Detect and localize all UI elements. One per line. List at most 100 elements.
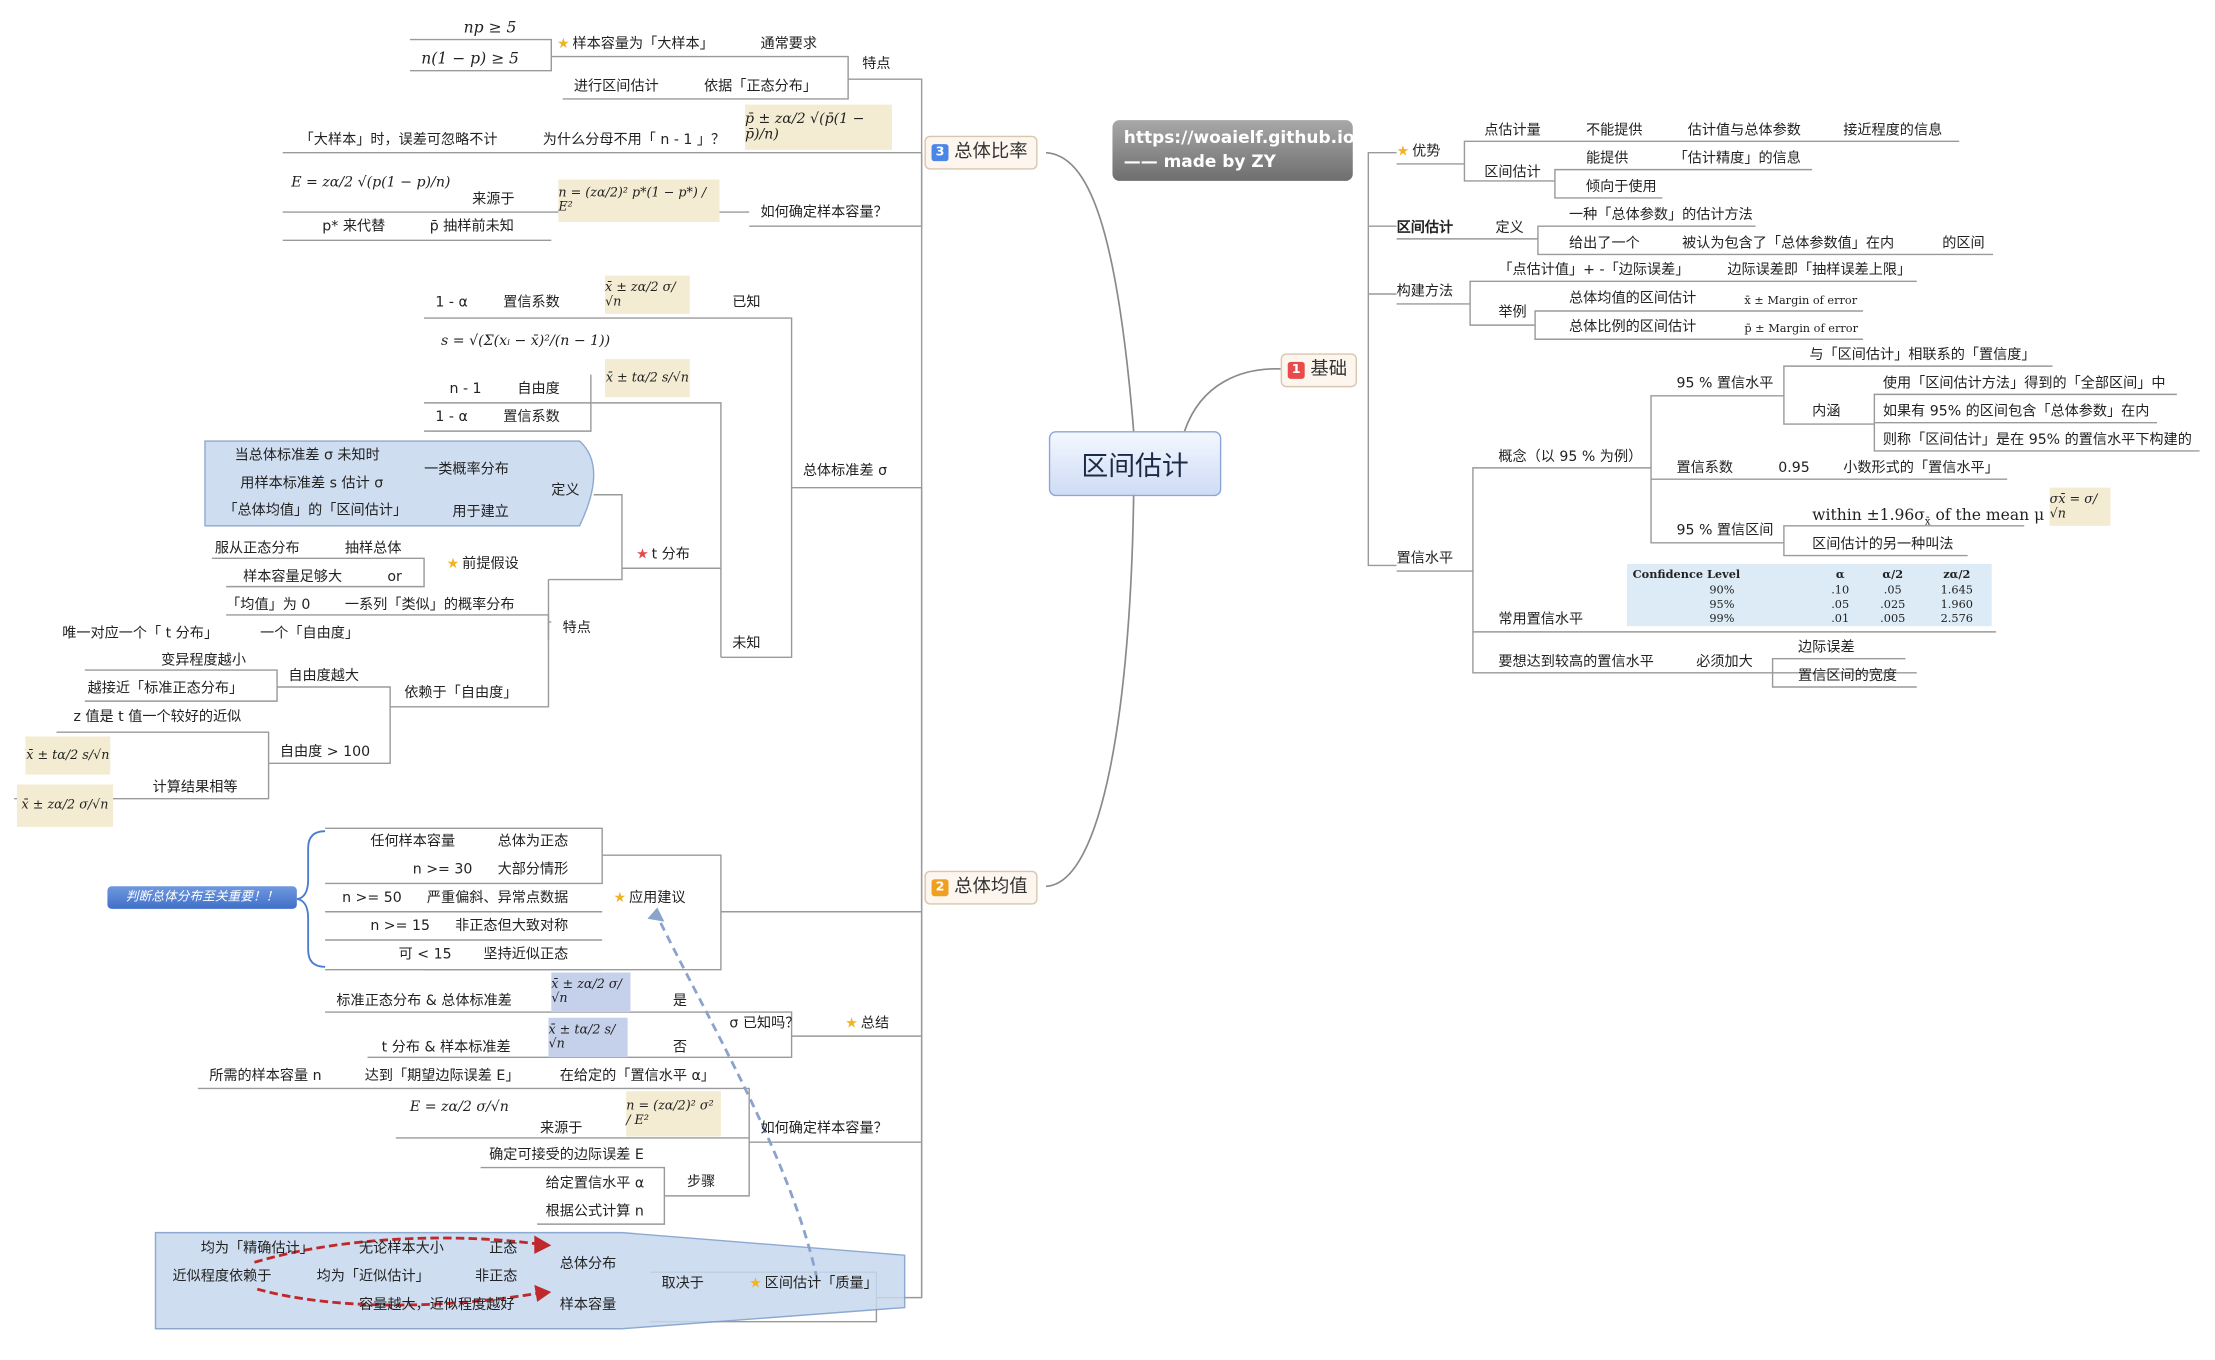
- node-m2[interactable]: 如果有 95% 的区间包含「总体参数」在内: [1882, 404, 2150, 420]
- node-a4b[interactable]: 非正态但大致对称: [455, 918, 569, 935]
- node-a5b[interactable]: 坚持近似正态: [483, 947, 569, 963]
- node-c95[interactable]: 95 % 置信水平: [1676, 376, 1774, 392]
- node-dof[interactable]: 自由度: [517, 381, 560, 398]
- node-step[interactable]: 步骤: [686, 1174, 716, 1191]
- node-meaning[interactable]: 内涵: [1812, 404, 1841, 420]
- f5-z-formula[interactable]: x̄ ± zα/2 σ/√n: [16, 784, 114, 827]
- s-formula[interactable]: s = √(Σ(xᵢ − x̄)²/(n − 1)): [441, 333, 611, 350]
- node-ex1-formula[interactable]: x̄ ± Margin of error: [1744, 294, 1858, 307]
- node-pstar[interactable]: p* 来代替: [322, 219, 386, 235]
- node-feat1b[interactable]: 一系列「类似」的概率分布: [344, 597, 515, 614]
- s2-formula[interactable]: x̄ ± tα/2 s/√n: [548, 1017, 628, 1058]
- node-f2b[interactable]: 一个「自由度」: [260, 626, 360, 642]
- known-formula[interactable]: x̄ ± zα/2 σ/√n: [604, 275, 690, 314]
- node-a3b[interactable]: 严重偏斜、异常点数据: [426, 890, 569, 907]
- node-q1b[interactable]: 无论样本大小: [359, 1241, 444, 1257]
- node-n-minus-1[interactable]: n - 1: [449, 381, 482, 398]
- node-ex1[interactable]: 总体均值的区间估计: [1569, 291, 1697, 307]
- node-st3[interactable]: 根据公式计算 n: [545, 1204, 644, 1220]
- node-known[interactable]: 已知: [732, 295, 761, 311]
- node-ci95[interactable]: 95 % 置信区间: [1676, 523, 1774, 539]
- node-normal[interactable]: 依据「正态分布」: [703, 79, 818, 95]
- node-f3c[interactable]: 自由度越大: [288, 668, 360, 685]
- node-samplesize[interactable]: 样本容量: [559, 1297, 617, 1314]
- node-precision[interactable]: 「估计精度」的信息: [1673, 151, 1801, 167]
- node-f4b[interactable]: 自由度 > 100: [279, 744, 371, 761]
- node-est-vs-param[interactable]: 估计值与总体参数: [1687, 122, 1801, 139]
- node-interval-estimator[interactable]: 区间估计: [1484, 165, 1541, 181]
- node-no[interactable]: 否: [672, 1040, 687, 1056]
- node-point-estimator[interactable]: 点估计量: [1484, 122, 1541, 139]
- node-how-n[interactable]: 如何确定样本容量？: [760, 204, 888, 221]
- node-neglect[interactable]: 「大样本」时，误差可忽略不计: [299, 132, 498, 149]
- node-f5c[interactable]: 计算结果相等: [152, 780, 238, 796]
- node-common[interactable]: 常用置信水平: [1498, 612, 1584, 628]
- node-interval-title[interactable]: 区间估计: [1396, 220, 1454, 237]
- node-a4a[interactable]: n >= 15: [370, 918, 430, 935]
- node-depends[interactable]: 取决于: [661, 1276, 704, 1292]
- node-a5a[interactable]: 可 < 15: [398, 947, 452, 963]
- node-a2b[interactable]: 大部分情形: [497, 862, 569, 878]
- node-sig-known[interactable]: σ 已知吗？: [729, 1016, 800, 1032]
- node-conf-coef-2[interactable]: 置信系数: [503, 409, 560, 426]
- prop-E-formula[interactable]: E = zα/2 √(p(1 − p)/n): [291, 175, 451, 191]
- node-pre2[interactable]: 样本容量足够大: [243, 569, 343, 586]
- node-q1a[interactable]: 均为「精确估计」: [200, 1241, 314, 1257]
- node-def3[interactable]: 被认为包含了「总体参数值」在内: [1682, 236, 1895, 252]
- node-q3[interactable]: 容量越大，近似程度越好: [359, 1297, 515, 1314]
- distribution-note[interactable]: 判断总体分布至关重要！！: [107, 886, 297, 909]
- node-s1[interactable]: 标准正态分布 & 总体标准差: [336, 993, 512, 1010]
- node-def-prob[interactable]: 一类概率分布: [424, 462, 509, 478]
- central-topic[interactable]: 区间估计: [1048, 431, 1222, 497]
- node-can-provide[interactable]: 能提供: [1586, 151, 1629, 167]
- node-conf-coef[interactable]: 置信系数: [503, 295, 560, 311]
- node-unknown[interactable]: 未知: [732, 636, 761, 652]
- node-def1[interactable]: 当总体标准差 σ 未知时: [234, 448, 380, 464]
- node-f2a[interactable]: 唯一对应一个「 t 分布」: [62, 626, 219, 642]
- node-st1[interactable]: 确定可接受的边际误差 E: [489, 1147, 644, 1164]
- node-prefer[interactable]: 倾向于使用: [1586, 179, 1657, 196]
- node-s2[interactable]: t 分布 & 样本标准差: [381, 1040, 511, 1056]
- node-closeness[interactable]: 接近程度的信息: [1843, 122, 1943, 139]
- node-a1a[interactable]: 任何样本容量: [370, 833, 456, 850]
- node-one-alpha-2[interactable]: 1 - α: [435, 409, 468, 426]
- node-m1[interactable]: 使用「区间估计方法」得到的「全部区间」中: [1882, 376, 2166, 392]
- node-within[interactable]: within ±1.96σx̄ of the mean μ: [1812, 507, 2044, 530]
- node-nq[interactable]: n(1 − p) ≥ 5: [421, 49, 519, 68]
- node-def[interactable]: 定义: [551, 483, 580, 499]
- node-pre1b[interactable]: 抽样总体: [344, 541, 402, 557]
- node-construct1[interactable]: 「点估计值」+ -「边际误差」: [1498, 262, 1690, 279]
- node-example[interactable]: 举例: [1498, 305, 1527, 321]
- node-pbar[interactable]: p̄ 抽样前未知: [429, 219, 514, 235]
- node-sigma[interactable]: 总体标准差 σ: [802, 463, 888, 480]
- node-c95a[interactable]: 与「区间估计」相联系的「置信度」: [1809, 347, 2036, 364]
- node-h1[interactable]: 边际误差: [1798, 640, 1855, 656]
- node-reach[interactable]: 达到「期望边际误差 E」: [364, 1068, 520, 1085]
- node-adv[interactable]: ★应用建议: [613, 891, 685, 908]
- f5-t-formula[interactable]: x̄ ± tα/2 s/√n: [25, 736, 111, 775]
- node-coef[interactable]: 置信系数: [1676, 460, 1734, 477]
- node-feat[interactable]: 特点: [562, 620, 591, 637]
- node-must[interactable]: 必须加大: [1696, 654, 1753, 671]
- node-q2a[interactable]: 近似程度依赖于: [172, 1269, 272, 1285]
- node-or[interactable]: or: [387, 569, 402, 586]
- prop-n-formula[interactable]: n = (zα/2)² p*(1 − p*) / E²: [558, 179, 720, 222]
- node-large-sample[interactable]: ★样本容量为「大样本」: [557, 37, 714, 54]
- node-f3a[interactable]: 变异程度越小: [161, 653, 246, 669]
- node-construct2[interactable]: 边际误差即「抽样误差上限」: [1727, 262, 1912, 279]
- node-st2[interactable]: 给定置信水平 α: [545, 1176, 645, 1192]
- node-def2[interactable]: 给出了一个: [1569, 236, 1640, 252]
- node-conf-level[interactable]: 置信水平: [1396, 551, 1454, 567]
- node-pre1a[interactable]: 服从正态分布: [214, 541, 300, 557]
- node-ex2-formula[interactable]: p̄ ± Margin of error: [1744, 322, 1859, 336]
- node-np[interactable]: np ≥ 5: [463, 18, 517, 37]
- node-def2[interactable]: 用样本标准差 s 估计 σ: [240, 476, 384, 492]
- node-from[interactable]: 来源于: [539, 1120, 583, 1137]
- node-q2b[interactable]: 均为「近似估计」: [316, 1269, 430, 1285]
- node-q2c[interactable]: 非正态: [474, 1269, 518, 1285]
- node-q1c[interactable]: 正态: [489, 1241, 518, 1257]
- node-quality[interactable]: ★区间估计「质量」: [749, 1276, 878, 1293]
- sigma-xbar-formula[interactable]: σx̄ = σ/√n: [2049, 487, 2111, 526]
- node-from[interactable]: 来源于: [472, 192, 515, 208]
